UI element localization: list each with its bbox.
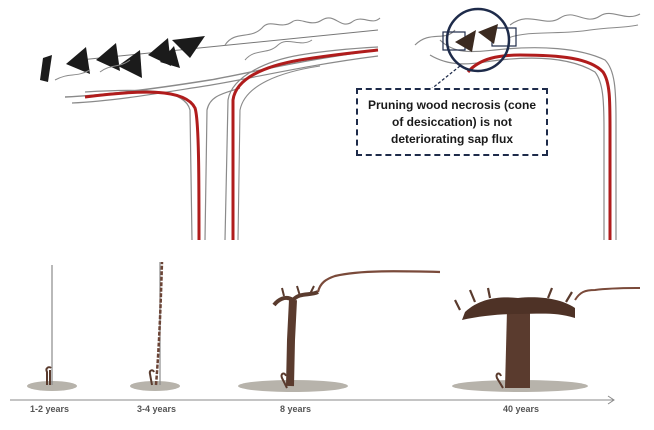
necrosis-cone-6 <box>172 36 205 58</box>
age-label-3-4-years: 3-4 years <box>137 404 176 414</box>
necrosis-cone-2 <box>66 47 90 74</box>
pruning-cones-left <box>40 36 205 82</box>
vine-stage-40-years <box>455 288 640 388</box>
callout-line-3: deteriorating sap flux <box>368 131 536 148</box>
callout-line-1: Pruning wood necrosis (cone <box>368 97 536 114</box>
trunk-40-years <box>505 310 530 388</box>
necrosis-cone-1 <box>40 55 52 82</box>
necrosis-callout-box: Pruning wood necrosis (cone of desiccati… <box>356 88 548 156</box>
left-vine-sap-flow <box>85 50 378 240</box>
vine-stage-3-4-years <box>150 262 162 385</box>
timeline-axis <box>10 396 614 404</box>
vine-stage-1-2-years <box>46 265 52 385</box>
vine-stage-8-years <box>274 271 440 388</box>
age-label-40-years: 40 years <box>503 404 539 414</box>
age-label-8-years: 8 years <box>280 404 311 414</box>
necrosis-cone-3 <box>96 43 120 71</box>
callout-line-2: of desiccation) is not <box>368 114 536 131</box>
necrosis-highlight-circle <box>447 9 509 71</box>
callout-text: Pruning wood necrosis (cone of desiccati… <box>368 97 536 148</box>
soil-beds <box>27 380 588 392</box>
callout-leader-line <box>430 66 460 90</box>
age-label-1-2-years: 1-2 years <box>30 404 69 414</box>
desiccation-cone-2 <box>478 24 498 44</box>
